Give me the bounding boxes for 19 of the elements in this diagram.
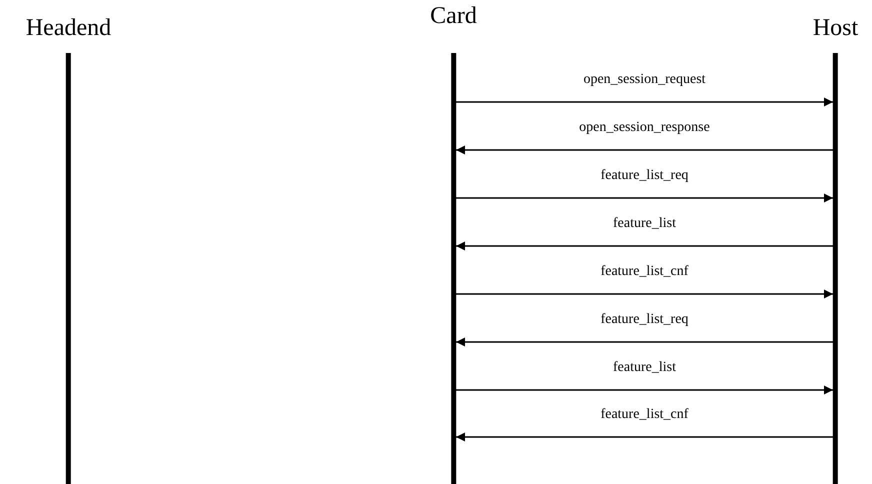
edge-label: feature_list <box>613 216 676 232</box>
message-arrow <box>456 338 833 346</box>
edge-label: feature_list_cnf <box>600 407 688 423</box>
message-arrow <box>456 146 833 154</box>
message-arrow <box>456 194 833 202</box>
message-arrow <box>456 98 833 106</box>
edge-label: open_session_request <box>583 72 706 88</box>
participant-label: Headend <box>26 14 112 42</box>
participant-label: Card <box>430 2 477 30</box>
edge-label: open_session_response <box>579 120 710 136</box>
message-arrow <box>456 290 833 298</box>
edge-label: feature_list_req <box>600 312 688 328</box>
edge-label: feature_list_cnf <box>600 264 688 280</box>
message-arrow <box>456 432 833 442</box>
edge-label: feature_list_req <box>600 168 688 184</box>
edge-label: feature_list <box>613 360 676 376</box>
message-arrow <box>456 386 833 394</box>
participant-label: Host <box>812 14 858 42</box>
message-arrow <box>456 242 833 250</box>
